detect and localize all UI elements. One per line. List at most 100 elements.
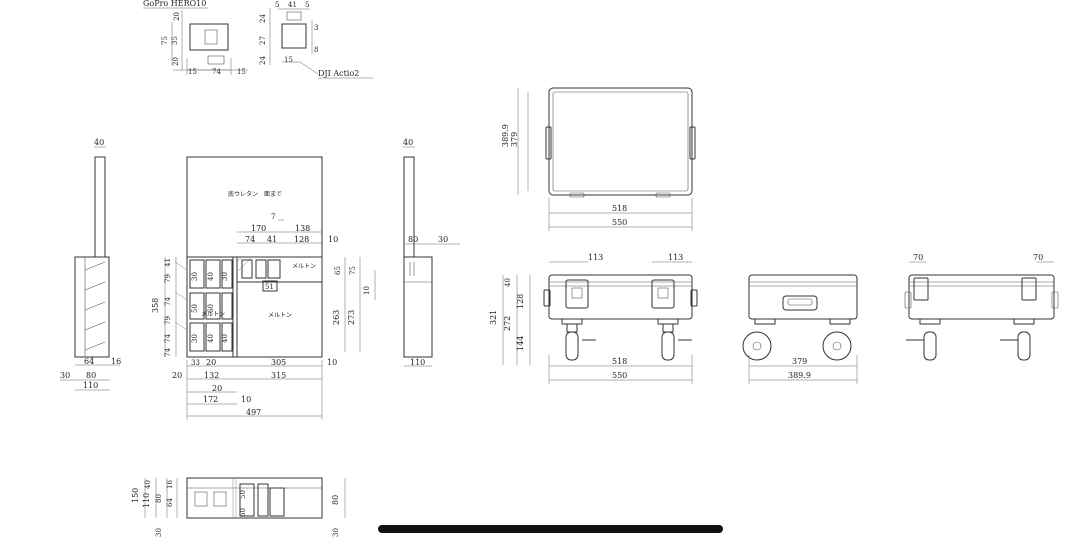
right-side-dim-80: 80: [408, 235, 418, 244]
front-dim-41: 41: [267, 235, 277, 244]
bottom-section-outline: [186, 477, 323, 519]
caster-end-right: [1000, 318, 1035, 361]
top-view-dim-550: 550: [612, 218, 627, 227]
inner-num-2: 50: [191, 304, 199, 313]
top-view: 389.9 379 518 550: [501, 87, 696, 231]
front-dim-33: 33: [191, 359, 200, 367]
front-dim-74b: 74: [164, 334, 172, 343]
left-side-elevation: 40 64 16 30 80 110: [60, 138, 121, 391]
front-dim-20c: 20: [212, 384, 222, 393]
dji-label: DJI Actio2: [318, 69, 359, 78]
end-view-dim-70a: 70: [913, 253, 923, 262]
front-dim-74c: 74: [164, 348, 172, 357]
inner-num-7: 40: [221, 334, 229, 343]
caster-right: [657, 318, 692, 361]
front-view-dim-128: 128: [516, 294, 525, 309]
bottom-section: 150 110 40 80 16 64 60 50 30 80 30: [131, 477, 346, 537]
end-view: 70 70: [904, 253, 1059, 361]
top-view-dim-389: 389.9: [501, 124, 510, 147]
front-view-dim-550: 550: [612, 371, 627, 380]
front-dim-79b: 79: [164, 316, 172, 325]
front-dim-497: 497: [246, 408, 261, 417]
front-dim-170: 170: [251, 224, 266, 233]
front-dim-65: 65: [334, 266, 342, 275]
front-dim-138: 138: [295, 224, 310, 233]
front-dim-75: 75: [349, 266, 357, 275]
dji-dim-1: 41: [288, 1, 297, 9]
right-side-top-dim: 40: [403, 138, 413, 147]
front-dim-10b: 10: [327, 358, 337, 367]
front-view-dim-113a: 113: [588, 253, 603, 262]
front-dim-10: 10: [328, 235, 338, 244]
caster-left: [561, 318, 596, 361]
pocket-group: [174, 259, 233, 352]
front-view-dim-518: 518: [612, 357, 627, 366]
top-view-dim-518: 518: [612, 204, 627, 213]
end-view-dim-70b: 70: [1033, 253, 1043, 262]
bottom-dim-60: 60: [239, 508, 247, 517]
front-dim-20a: 20: [206, 358, 216, 367]
left-side-dim-64: 64: [84, 357, 94, 366]
felt-label-left: メルトン: [201, 311, 225, 318]
side-view-dim-389: 389.9: [788, 371, 811, 380]
left-side-dim-110: 110: [83, 381, 98, 390]
right-side-dim-110: 110: [410, 358, 425, 367]
left-side-dim-30: 30: [60, 371, 70, 380]
front-dim-128: 128: [294, 235, 309, 244]
right-side-dim-30: 30: [438, 235, 448, 244]
bottom-dim-30b: 30: [332, 528, 340, 537]
bottom-dim-40: 40: [144, 480, 152, 489]
front-dim-273: 273: [347, 310, 356, 325]
top-view-dim-379: 379: [510, 132, 519, 147]
left-side-dim-80: 80: [86, 371, 96, 380]
side-view: 379 389.9: [742, 274, 858, 384]
bottom-dim-30a: 30: [155, 528, 163, 537]
gopro-dim-5: 74: [212, 68, 221, 76]
front-dim-315: 315: [271, 371, 286, 380]
bottom-dim-110: 110: [142, 493, 151, 508]
front-view-dim-321: 321: [489, 310, 498, 325]
front-dim-20b: 20: [172, 371, 182, 380]
inner-num-5: 40: [207, 334, 215, 343]
inner-num-4: 30: [191, 334, 199, 343]
mid-dim: 51: [265, 283, 274, 291]
home-indicator-bar[interactable]: [378, 525, 723, 533]
gopro-dim-1: 75: [161, 36, 169, 45]
front-view-dim-113b: 113: [668, 253, 683, 262]
front-dim-358: 358: [151, 298, 160, 313]
front-dim-74a: 74: [164, 297, 172, 306]
front-view: 113 113 40 128 321 272 144 518 550: [489, 253, 698, 384]
gopro-dim-3: 20: [172, 57, 180, 66]
side-view-outline: [748, 274, 858, 320]
dji-dim-7: 3: [314, 24, 318, 32]
front-dim-7: 7: [271, 213, 275, 221]
left-side-dim-16: 16: [111, 357, 121, 366]
front-dim-10c: 10: [241, 395, 251, 404]
side-handle: [782, 295, 818, 311]
dji-dim-8: 8: [314, 46, 318, 54]
latch-left: [565, 279, 589, 309]
front-dim-79a: 79: [164, 274, 172, 283]
front-section: 底ウレタン 面まで 30 40 50 60 30 40 30 40 メルトン: [151, 156, 376, 420]
inner-num-3: 60: [207, 304, 215, 313]
bottom-dim-80: 80: [155, 494, 163, 503]
gopro-dim-6: 15: [237, 68, 246, 76]
gopro-dim-0: 20: [173, 12, 181, 21]
dji-dim-4: 27: [259, 36, 267, 45]
bottom-dim-50: 50: [239, 490, 247, 499]
front-view-dim-144: 144: [516, 336, 525, 351]
dji-dim-3: 24: [259, 14, 267, 23]
bottom-dim-80r: 80: [331, 495, 340, 505]
caster-side-left: [742, 318, 776, 361]
front-dim-132: 132: [204, 371, 219, 380]
gopro-dim-4: 15: [188, 68, 197, 76]
felt-label-top: メルトン: [292, 263, 316, 270]
latch-right: [651, 279, 675, 309]
front-top-label: 底ウレタン 面まで: [228, 190, 282, 198]
front-dim-263: 263: [332, 310, 341, 325]
front-dim-10r: 10: [363, 286, 371, 295]
front-dim-305: 305: [271, 358, 286, 367]
front-view-outline: [548, 274, 693, 320]
dji-body: [281, 23, 307, 49]
